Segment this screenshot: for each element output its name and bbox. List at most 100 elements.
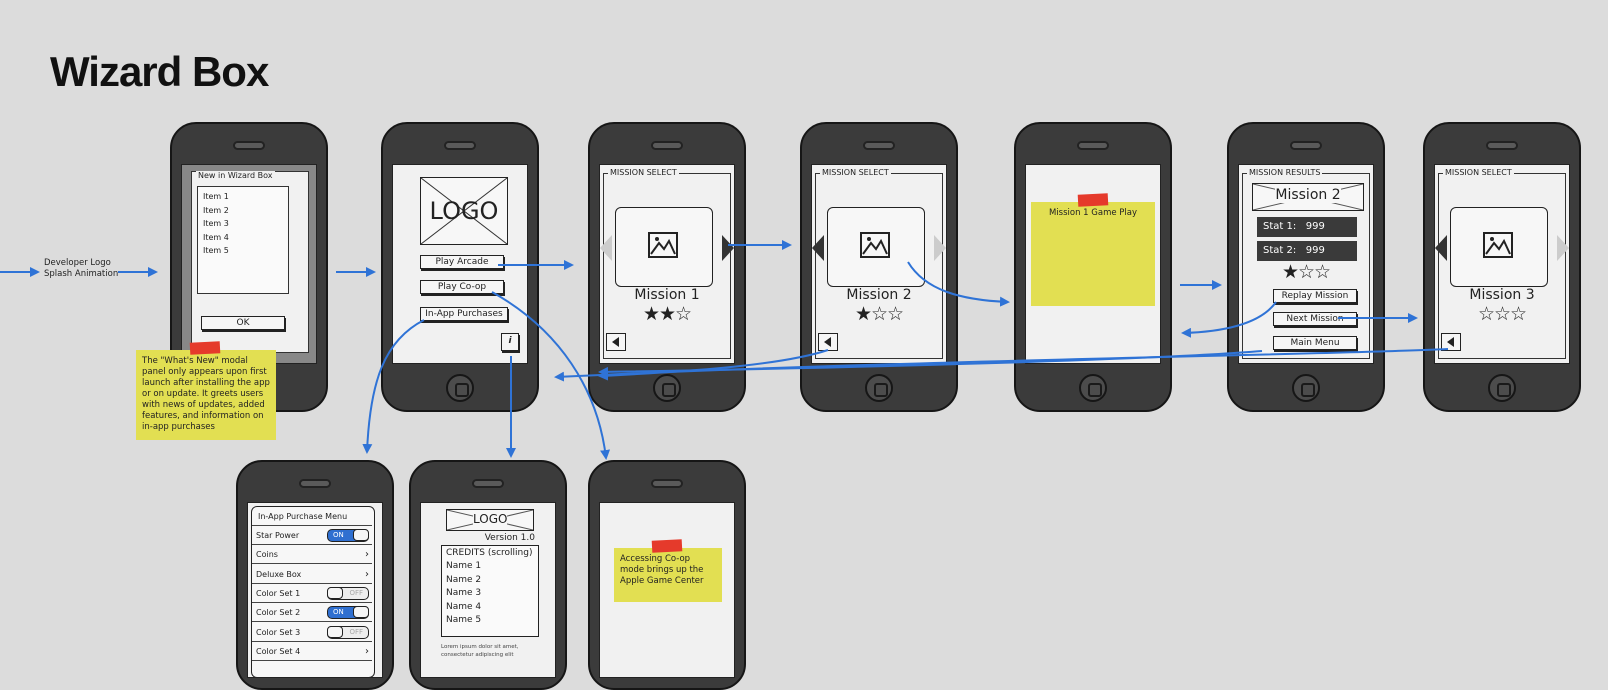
game-play-note: Mission 1 Game Play bbox=[1031, 193, 1155, 306]
stat-2-label: Stat 2: bbox=[1263, 245, 1297, 256]
toggle-switch[interactable]: OFF bbox=[327, 625, 369, 639]
chevron-right-icon: › bbox=[365, 645, 369, 657]
mission-thumbnail[interactable] bbox=[827, 207, 925, 287]
home-button[interactable] bbox=[1079, 374, 1107, 402]
screen-main-menu: LOGO Play Arcade Play Co-op In-App Purch… bbox=[392, 164, 528, 364]
next-mission-arrow[interactable] bbox=[934, 235, 946, 261]
chevron-right-icon: › bbox=[365, 549, 369, 561]
home-button[interactable] bbox=[1292, 374, 1320, 402]
phone-credits: LOGO Version 1.0 CREDITS (scrolling) Nam… bbox=[409, 460, 567, 690]
purchase-row-label: Color Set 3 bbox=[256, 627, 301, 637]
logo-text: LOGO bbox=[429, 197, 499, 225]
mission-select-label: MISSION SELECT bbox=[1443, 168, 1514, 177]
purchase-row[interactable]: Star Power ON bbox=[252, 526, 372, 545]
mission-select-label: MISSION SELECT bbox=[608, 168, 679, 177]
back-button[interactable] bbox=[1441, 333, 1461, 351]
purchase-row[interactable]: Color Set 4 › bbox=[252, 642, 372, 661]
credit-name: Name 5 bbox=[446, 615, 482, 625]
info-button[interactable]: i bbox=[501, 333, 519, 351]
mission-thumbnail[interactable] bbox=[615, 207, 713, 287]
tape bbox=[1077, 193, 1109, 207]
stat-1: Stat 1: 999 bbox=[1257, 217, 1357, 237]
stat-1-value: 999 bbox=[1305, 221, 1325, 232]
main-menu-button[interactable]: Main Menu bbox=[1273, 336, 1357, 350]
replay-mission-button[interactable]: Replay Mission bbox=[1273, 289, 1357, 303]
phone-mission-1: MISSION SELECT Mission 1 ★★☆ bbox=[588, 122, 746, 412]
toggle-switch[interactable]: ON bbox=[327, 606, 369, 620]
next-mission-arrow[interactable] bbox=[722, 235, 734, 261]
back-button[interactable] bbox=[606, 333, 626, 351]
toggle-switch[interactable]: OFF bbox=[327, 586, 369, 600]
purchase-menu-title: In-App Purchase Menu bbox=[252, 507, 372, 526]
results-mission-name: Mission 2 bbox=[1275, 187, 1341, 203]
speaker bbox=[233, 141, 265, 150]
tape bbox=[651, 539, 683, 553]
purchase-row-label: Color Set 4 bbox=[256, 646, 301, 656]
stat-2: Stat 2: 999 bbox=[1257, 241, 1357, 261]
modal-title: New in Wizard Box bbox=[196, 171, 275, 181]
whats-new-item: Item 3 bbox=[203, 219, 229, 228]
phone-mission-results: MISSION RESULTS Mission 2 Stat 1: 999 St… bbox=[1227, 122, 1385, 412]
screen-credits: LOGO Version 1.0 CREDITS (scrolling) Nam… bbox=[420, 502, 556, 678]
whats-new-item: Item 2 bbox=[203, 205, 229, 215]
whats-new-note-text: The "What's New" modal panel only appear… bbox=[142, 356, 270, 432]
purchase-row-label: Star Power bbox=[256, 531, 300, 540]
previous-mission-arrow[interactable] bbox=[1435, 235, 1447, 261]
speaker bbox=[863, 141, 895, 150]
play-arcade-button[interactable]: Play Arcade bbox=[420, 255, 504, 269]
toggle-state: ON bbox=[333, 531, 344, 539]
stat-1-label: Stat 1: bbox=[1263, 221, 1297, 232]
whats-new-item: Item 5 bbox=[203, 246, 229, 255]
mission-name: Mission 3 bbox=[1469, 287, 1535, 303]
mission-select-label: MISSION SELECT bbox=[820, 168, 891, 177]
page-title: Wizard Box bbox=[50, 48, 269, 95]
results-label: MISSION RESULTS bbox=[1247, 168, 1323, 177]
image-icon bbox=[1483, 232, 1513, 258]
credit-name: Name 3 bbox=[446, 588, 482, 598]
purchase-row[interactable]: Color Set 3 OFF bbox=[252, 623, 372, 642]
credits-logo-box: LOGO bbox=[446, 509, 534, 531]
home-button[interactable] bbox=[653, 374, 681, 402]
purchase-row[interactable]: Deluxe Box› bbox=[252, 565, 372, 584]
coop-note-text: Accessing Co-op mode brings up the Apple… bbox=[620, 554, 704, 586]
toggle-state: ON bbox=[333, 608, 344, 617]
toggle-switch[interactable]: ON bbox=[327, 529, 369, 542]
mission-select-frame: MISSION SELECT bbox=[1438, 168, 1566, 359]
in-app-purchases-button[interactable]: In-App Purchases bbox=[420, 307, 508, 321]
next-mission-arrow[interactable] bbox=[1557, 235, 1569, 261]
speaker bbox=[651, 141, 683, 150]
credit-name: Name 2 bbox=[446, 574, 482, 585]
back-button[interactable] bbox=[818, 333, 838, 351]
play-coop-button[interactable]: Play Co-op bbox=[420, 280, 504, 294]
speaker bbox=[1486, 141, 1518, 150]
mission-name: Mission 2 bbox=[846, 287, 912, 303]
home-button[interactable] bbox=[865, 374, 893, 402]
mission-stars: ★★☆ bbox=[642, 303, 692, 325]
next-mission-button[interactable]: Next Mission bbox=[1273, 312, 1357, 326]
previous-mission-arrow[interactable] bbox=[812, 235, 824, 261]
purchase-row[interactable]: Coins› bbox=[252, 545, 372, 565]
logo-box: LOGO bbox=[420, 177, 508, 245]
screen-mission-select: MISSION SELECT Mission 2 ★☆☆ bbox=[811, 164, 947, 364]
toggle-state: OFF bbox=[349, 588, 363, 597]
phone-main-menu: LOGO Play Arcade Play Co-op In-App Purch… bbox=[381, 122, 539, 412]
previous-mission-arrow[interactable] bbox=[600, 235, 612, 261]
home-button[interactable] bbox=[1488, 374, 1516, 402]
ok-button[interactable]: OK bbox=[201, 316, 285, 330]
credits-logo-text: LOGO bbox=[473, 512, 508, 526]
mission-thumbnail[interactable] bbox=[1450, 207, 1548, 287]
version-text: Version 1.0 bbox=[484, 533, 535, 543]
screen-mission-select: MISSION SELECT Mission 3 ☆☆☆ bbox=[1434, 164, 1570, 364]
whats-new-item: Item 4 bbox=[203, 232, 229, 242]
mission-stars: ☆☆☆ bbox=[1477, 303, 1527, 325]
speaker bbox=[444, 141, 476, 150]
home-button[interactable] bbox=[446, 374, 474, 402]
